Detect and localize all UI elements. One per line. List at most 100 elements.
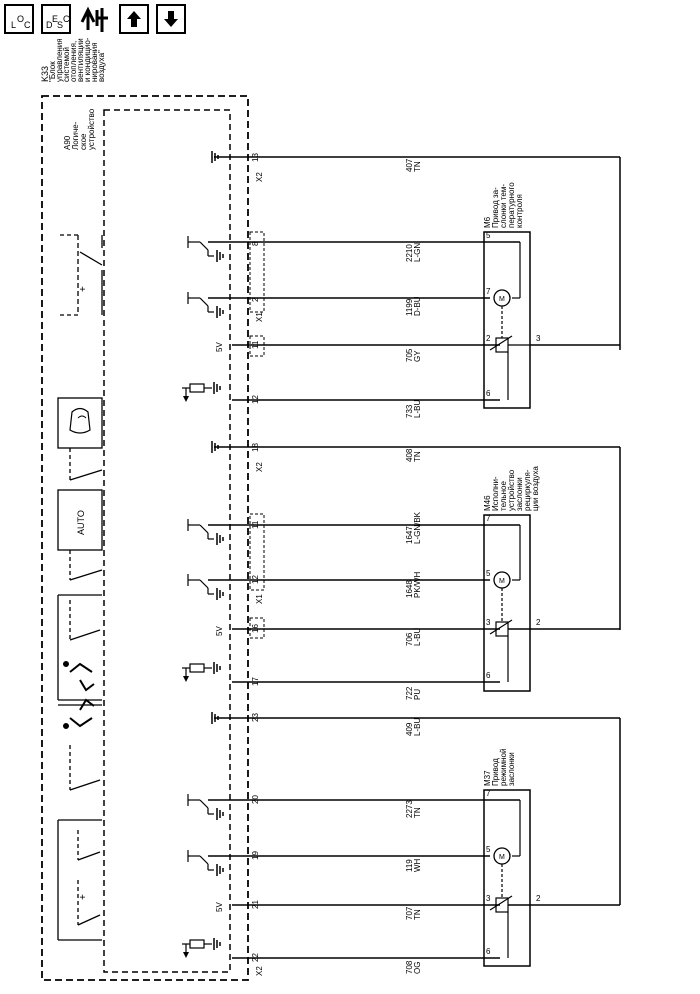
switch-temp-plus: +: [60, 234, 103, 316]
test-tool-button[interactable]: [78, 4, 112, 34]
m6-pin-b: 7: [486, 287, 491, 296]
svg-text:ции воздуха: ции воздуха: [531, 466, 540, 511]
seat-vent-icon-b: [63, 698, 95, 729]
svg-text:5V: 5V: [215, 342, 224, 352]
svg-text:2: 2: [251, 297, 260, 302]
k33-name-2: системой: [62, 47, 71, 82]
svg-text:X2: X2: [255, 462, 264, 472]
m6-label: M6 Привод за- слонки тем- пературного ко…: [483, 182, 524, 228]
svg-text:2210: 2210: [405, 244, 414, 262]
svg-text:5: 5: [486, 845, 491, 854]
switch-auto: AUTO: [57, 489, 103, 581]
k33-name-1: управления: [55, 38, 64, 82]
svg-text:119: 119: [405, 859, 414, 872]
location-button[interactable]: L O C: [4, 4, 34, 34]
m46-box: [483, 514, 531, 692]
svg-text:TN: TN: [413, 909, 422, 920]
svg-text:M: M: [499, 854, 505, 861]
svg-text:5: 5: [486, 569, 491, 578]
svg-text:L-BU: L-BU: [413, 400, 422, 418]
seat-vent-icon-a: [63, 661, 95, 692]
loc-sub-c: C: [24, 20, 31, 30]
connector-brackets: [249, 231, 265, 639]
svg-text:11: 11: [251, 340, 260, 349]
svg-text:22: 22: [251, 953, 260, 962]
svg-text:1199: 1199: [405, 298, 414, 316]
svg-text:L-BU: L-BU: [413, 628, 422, 646]
svg-text:6: 6: [486, 947, 491, 956]
svg-text:Привод за-: Привод за-: [491, 187, 500, 228]
m6-box: [483, 231, 531, 409]
svg-text:TN: TN: [413, 161, 422, 172]
switch-recirc: [57, 397, 103, 481]
svg-text:1647: 1647: [405, 526, 414, 544]
m6-motor-label: M: [499, 296, 505, 303]
svg-text:WH: WH: [413, 858, 422, 872]
loc-sub-o: O: [17, 14, 25, 24]
svg-text:12: 12: [251, 575, 260, 584]
k33-name-0: "Блок: [48, 61, 57, 82]
svg-text:заслонки: заслонки: [507, 752, 516, 786]
description-button[interactable]: D E S C: [41, 4, 71, 34]
a90-name-2: устройство: [87, 108, 96, 150]
svg-text:L-GN/BK: L-GN/BK: [413, 511, 422, 544]
auto-label: AUTO: [76, 510, 86, 535]
a90-label: A90 Логиче- ское устройство: [63, 108, 96, 150]
svg-text:18: 18: [251, 443, 260, 452]
arrow-up-icon: [127, 11, 141, 27]
svg-text:5V: 5V: [215, 902, 224, 912]
svg-text:16: 16: [251, 624, 260, 633]
svg-text:2: 2: [536, 894, 541, 903]
a90-name-0: Логиче-: [71, 121, 80, 150]
svg-text:23: 23: [251, 713, 260, 722]
svg-text:устройство: устройство: [507, 469, 516, 511]
connector-pins: 13 8 2 11 12 18 11 12 16 17 23 20 19 21 …: [251, 153, 260, 962]
desc-c: C: [63, 14, 70, 24]
k33-name-5: и кондицио-: [83, 37, 92, 82]
svg-text:L-GN: L-GN: [413, 243, 422, 262]
svg-text:7: 7: [486, 789, 491, 798]
svg-text:M37: M37: [483, 770, 492, 786]
svg-text:7: 7: [486, 514, 491, 523]
wire-labels: 407 TN 2210 L-GN 1199 D-BU 705 GY 733 L-…: [405, 158, 422, 974]
m37-label: M37 Привод режимной заслонки: [483, 749, 516, 786]
svg-text:TN: TN: [413, 807, 422, 818]
plus-label-b: +: [78, 894, 89, 900]
scroll-up-button[interactable]: [119, 4, 149, 34]
svg-text:407: 407: [405, 158, 414, 172]
svg-text:X1: X1: [255, 312, 264, 322]
recirc-car-icon: [69, 407, 91, 434]
k33-ref: K33: [40, 66, 50, 82]
svg-text:M: M: [499, 578, 505, 585]
svg-text:TN: TN: [413, 451, 422, 462]
toolbar: L O C D E S C: [4, 4, 186, 38]
svg-text:контроля: контроля: [515, 194, 524, 228]
svg-text:8: 8: [251, 241, 260, 246]
svg-text:M6: M6: [483, 216, 492, 228]
desc-s: S: [57, 20, 64, 30]
k33-module-outline: [41, 95, 249, 981]
svg-text:D-BU: D-BU: [413, 296, 422, 316]
svg-text:PK/WH: PK/WH: [413, 572, 422, 598]
m37-box: [483, 789, 531, 967]
svg-text:GY: GY: [413, 350, 422, 362]
svg-text:X2: X2: [255, 966, 264, 976]
svg-text:409: 409: [405, 722, 414, 736]
svg-text:705: 705: [405, 348, 414, 362]
svg-text:13: 13: [251, 153, 260, 162]
svg-text:рециркуля-: рециркуля-: [523, 469, 532, 511]
m6-pin-c: 2: [486, 334, 491, 343]
scroll-down-button[interactable]: [156, 4, 186, 34]
svg-text:L-BU: L-BU: [413, 718, 422, 736]
desc-e: E: [52, 14, 59, 24]
k33-label: K33 "Блок управления системой отопления,…: [40, 37, 106, 82]
svg-text:X1: X1: [255, 594, 264, 604]
svg-text:17: 17: [251, 677, 260, 686]
svg-text:19: 19: [251, 851, 260, 860]
m6-pin-e: 3: [536, 334, 541, 343]
plus-label-a: +: [78, 286, 89, 292]
desc-d: D: [46, 20, 53, 30]
svg-text:707: 707: [405, 906, 414, 920]
svg-text:708: 708: [405, 960, 414, 974]
